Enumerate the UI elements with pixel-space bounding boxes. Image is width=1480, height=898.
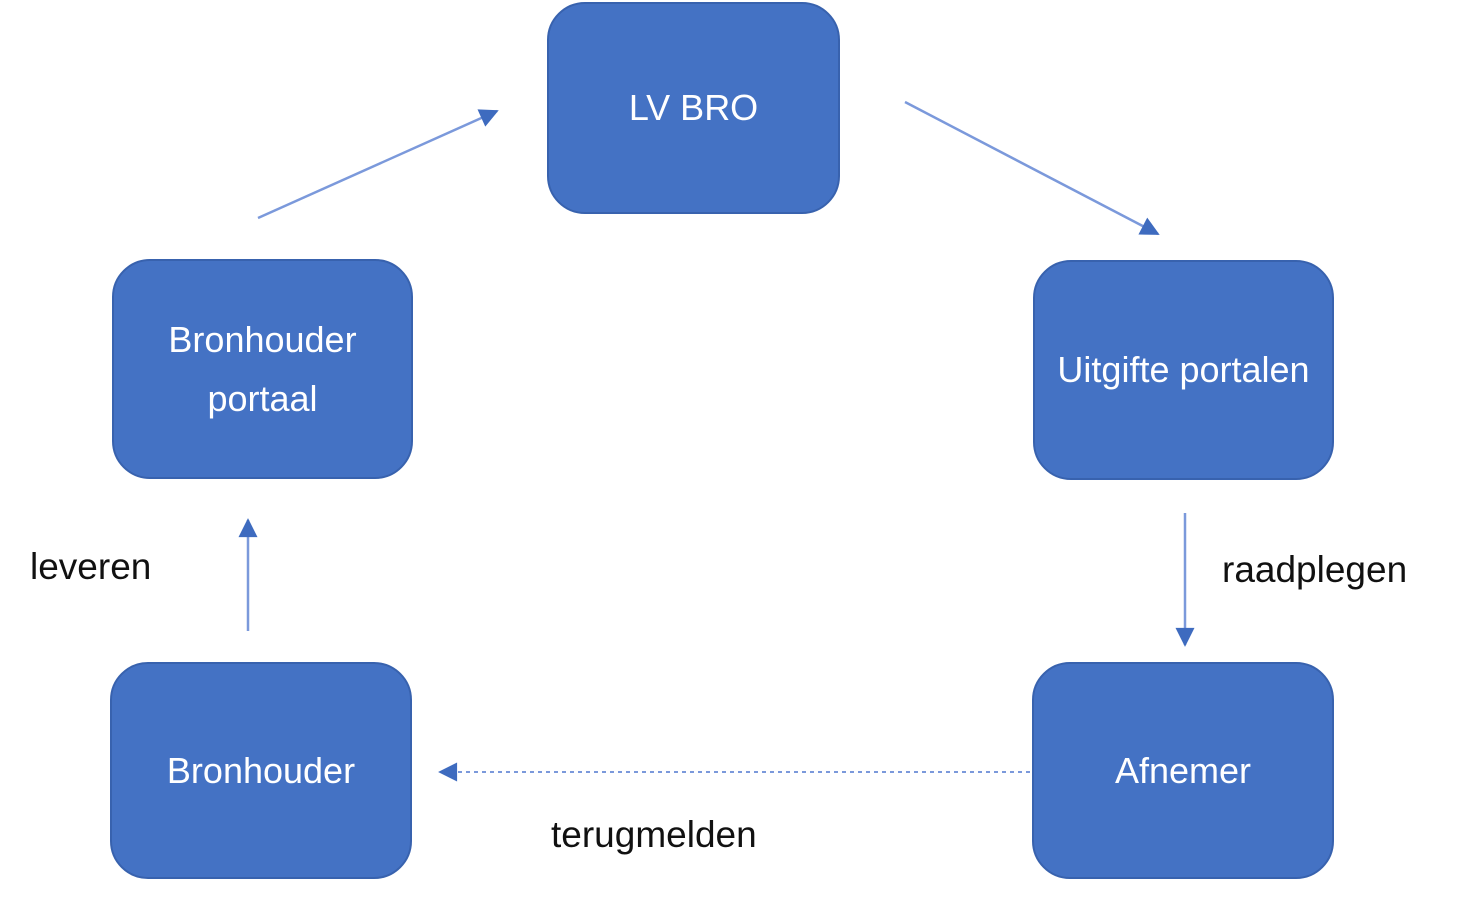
arrow-bronhouderportaal-to-lvbro [257, 109, 499, 220]
arrow-lvbro-to-uitgifteportalen [904, 100, 1160, 236]
node-uitgifte-portalen-label: Uitgifte portalen [1057, 349, 1310, 391]
node-uitgifte-portalen: Uitgifte portalen [1033, 260, 1334, 480]
edge-label-raadplegen: raadplegen [1222, 549, 1408, 590]
node-bronhouder: Bronhouder [110, 662, 412, 879]
node-bronhouder-portaal: Bronhouder portaal [112, 259, 413, 479]
node-bronhouder-label: Bronhouder [166, 749, 356, 791]
node-afnemer: Afnemer [1032, 662, 1334, 879]
node-lv-bro-label: LV BRO [628, 87, 759, 129]
node-bronhouder-portaal-label: Bronhouder portaal [168, 318, 357, 419]
node-lv-bro: LV BRO [547, 2, 840, 214]
node-afnemer-label: Afnemer [1114, 749, 1252, 791]
edge-label-terugmelden: terugmelden [551, 814, 757, 855]
edge-label-leveren: leveren [30, 546, 152, 587]
